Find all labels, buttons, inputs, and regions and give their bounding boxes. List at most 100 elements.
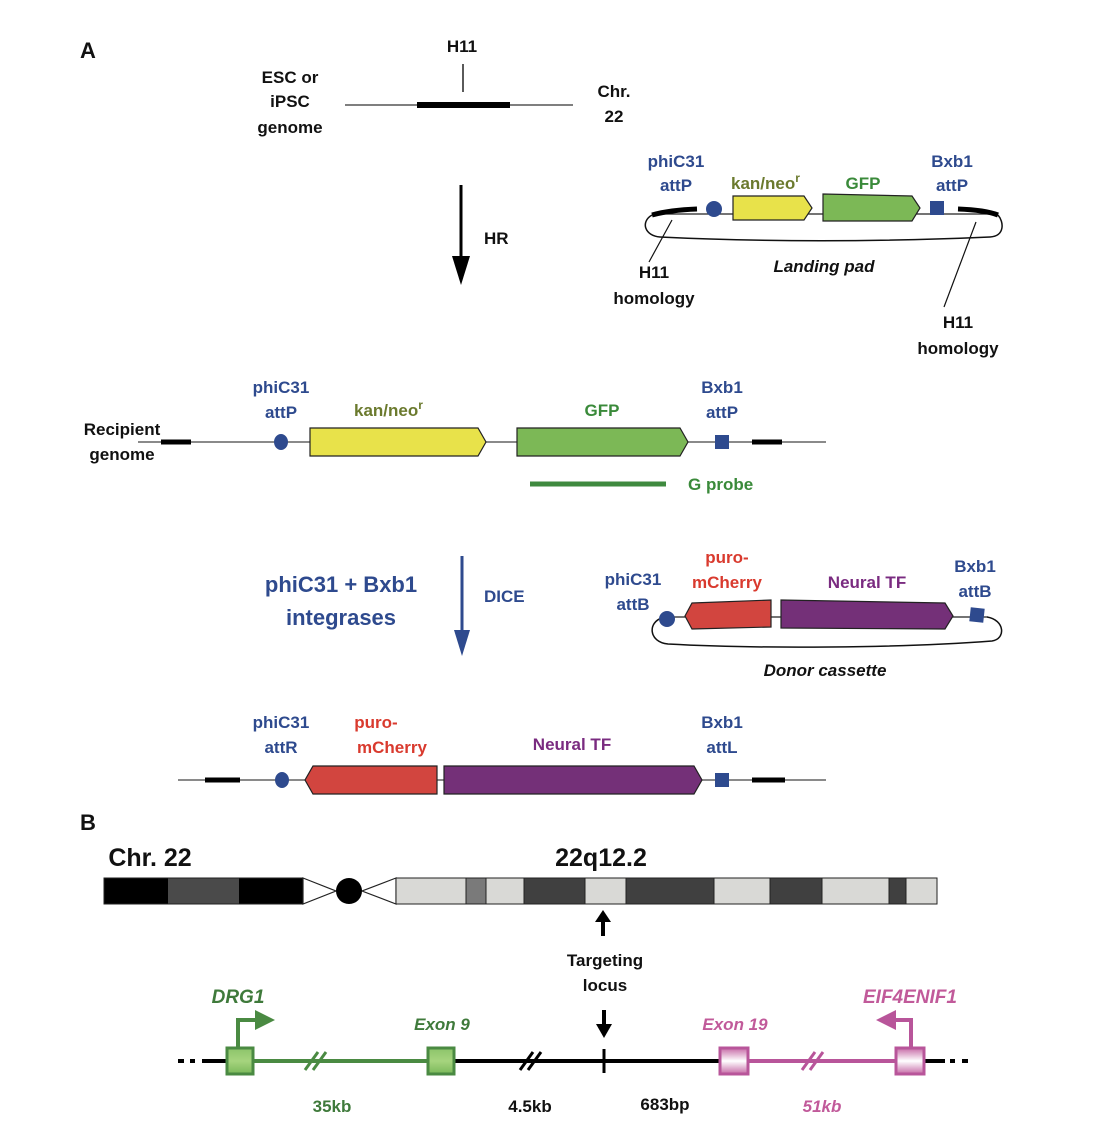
centromere-left xyxy=(302,877,338,905)
rg-gfp-gene xyxy=(516,427,689,457)
lp-right-homology-arm xyxy=(957,206,999,218)
eif-promoter-arrow xyxy=(893,1018,913,1049)
distance-35kb: 35kb xyxy=(313,1097,352,1116)
lp-kan-text: kan/neo xyxy=(731,174,795,193)
prod-phic31-attr-site xyxy=(275,772,289,788)
drg1-arrow-head xyxy=(255,1010,275,1030)
prod-mcherry-gene xyxy=(304,765,438,795)
g-probe-label: G probe xyxy=(688,475,753,494)
rg-phic31-label: phiC31 xyxy=(253,378,310,397)
h11-label: H11 xyxy=(447,37,477,56)
band-q-6 xyxy=(625,877,715,905)
band-q-4 xyxy=(523,877,586,905)
lp-bxb1-label: Bxb1 xyxy=(931,152,973,171)
panel-a-label: A xyxy=(80,38,96,63)
distance-683bp: 683bp xyxy=(640,1095,689,1114)
prod-attl-label: attL xyxy=(706,738,737,757)
centromere-right xyxy=(360,877,397,905)
lp-phic31-attp-site xyxy=(706,201,722,217)
donor-bxb1-attb-site xyxy=(969,607,985,623)
targeting-label-line1: Targeting xyxy=(567,951,643,970)
integrases-label-line2: integrases xyxy=(286,605,396,630)
eif-break-icon xyxy=(800,1051,825,1071)
donor-cassette: phiC31 attB puro- mCherry Neural TF Bxb1… xyxy=(605,548,1003,680)
hr-arrow: HR xyxy=(452,185,509,285)
rg-kan-gene xyxy=(309,427,487,457)
prod-puro-label-line2: mCherry xyxy=(357,738,427,757)
rg-kan-superscript: r xyxy=(418,398,423,412)
exon-9-label: Exon 9 xyxy=(414,1015,470,1034)
target-down-arrow xyxy=(596,1010,612,1038)
rg-attp-label: attP xyxy=(265,403,297,422)
prod-tf-label: Neural TF xyxy=(533,735,611,754)
donor-tf-label: Neural TF xyxy=(828,573,906,592)
prod-bxb1-label: Bxb1 xyxy=(701,713,743,732)
lp-kan-gene xyxy=(732,195,813,221)
drg1-exon-1 xyxy=(225,1046,255,1076)
prod-tf-gene xyxy=(443,765,703,795)
lp-attp2-label: attP xyxy=(936,176,968,195)
donor-mcherry-gene xyxy=(684,599,772,630)
lp-gfp-gene xyxy=(822,193,921,222)
drg1-promoter-arrow xyxy=(236,1018,258,1049)
rg-attp2-label: attP xyxy=(706,403,738,422)
eif4enif1-label: EIF4ENIF1 xyxy=(863,987,957,1008)
p-arm-outline xyxy=(103,877,304,905)
band-pointer-arrow xyxy=(595,910,611,936)
band-p-3 xyxy=(239,878,303,904)
chromosome-ideogram xyxy=(103,877,938,905)
lp-homology-left-line2: homology xyxy=(613,289,695,308)
lp-left-homology-arm xyxy=(651,206,698,218)
band-p-2 xyxy=(168,878,239,904)
wildtype-genome: H11 ESC or iPSC genome Chr. 22 xyxy=(257,37,630,137)
prod-attr-label: attR xyxy=(264,738,297,757)
prod-phic31-label: phiC31 xyxy=(253,713,310,732)
lp-homology-right-line2: homology xyxy=(917,339,999,358)
lp-bxb1-attp-site xyxy=(930,201,944,215)
chr-label-line2: 22 xyxy=(605,107,624,126)
rg-kan-text: kan/neo xyxy=(354,401,418,420)
recipient-label-line1: Recipient xyxy=(84,420,161,439)
integrases-label-line1: phiC31 + Bxb1 xyxy=(265,572,417,597)
centromere xyxy=(336,878,362,904)
dice-arrow-head xyxy=(454,630,470,656)
recipient-label-line2: genome xyxy=(89,445,154,464)
black-break-icon xyxy=(518,1051,543,1071)
exon-19-label: Exon 19 xyxy=(702,1015,768,1034)
panel-b-label: B xyxy=(80,810,96,835)
distance-51kb: 51kb xyxy=(803,1097,842,1116)
drg1-label: DRG1 xyxy=(212,987,265,1008)
lp-right-homology-pointer xyxy=(943,221,977,308)
drg1-break-icon xyxy=(303,1051,328,1071)
lp-homology-left-line1: H11 xyxy=(639,263,669,282)
prod-puro-label-line1: puro- xyxy=(354,713,397,732)
lp-backbone xyxy=(644,214,1003,242)
chromosome-label: Chr. 22 xyxy=(108,844,191,872)
targeting-label-line2: locus xyxy=(583,976,627,995)
genome-label-line2: iPSC xyxy=(270,92,310,111)
hr-label: HR xyxy=(484,229,509,248)
dice-step: phiC31 + Bxb1 integrases DICE xyxy=(265,556,525,656)
band-q-3 xyxy=(485,877,525,905)
distance-4-5kb: 4.5kb xyxy=(508,1097,551,1116)
band-q-7 xyxy=(713,877,771,905)
band-q12-2 xyxy=(584,877,627,905)
donor-title: Donor cassette xyxy=(764,661,887,680)
donor-phic31-attb-site xyxy=(659,611,675,627)
eif-arrow-head xyxy=(876,1010,896,1030)
prod-bxb1-attl-site xyxy=(715,773,729,787)
donor-tf-gene xyxy=(780,599,954,630)
lp-gfp-label: GFP xyxy=(846,174,881,193)
donor-puro-label-line1: puro- xyxy=(705,548,748,567)
band-p-1 xyxy=(104,878,168,904)
band-q-11 xyxy=(905,877,938,905)
donor-puro-label-line2: mCherry xyxy=(692,573,762,592)
eif-exon-1 xyxy=(894,1046,926,1076)
band-q-8 xyxy=(769,877,823,905)
lp-title: Landing pad xyxy=(773,257,875,276)
band-label: 22q12.2 xyxy=(555,844,647,872)
donor-attb-label: attB xyxy=(616,595,649,614)
band-q-1 xyxy=(395,877,467,905)
